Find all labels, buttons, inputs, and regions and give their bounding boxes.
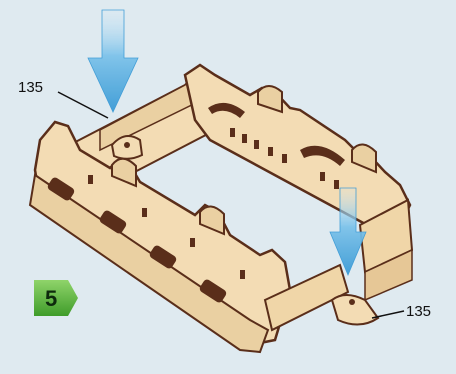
right-ornate-wall [185,65,410,232]
callout-label-left: 135 [18,79,43,96]
step-badge: 5 [34,280,78,316]
part-135-left [112,136,142,159]
insert-arrow-left [88,10,138,112]
step-number: 5 [45,286,57,311]
callout-label-right: 135 [406,303,431,320]
part-135-right [332,295,378,325]
callout-part-number-left: 135 [18,79,108,118]
callout-part-number-right: 135 [372,303,431,320]
